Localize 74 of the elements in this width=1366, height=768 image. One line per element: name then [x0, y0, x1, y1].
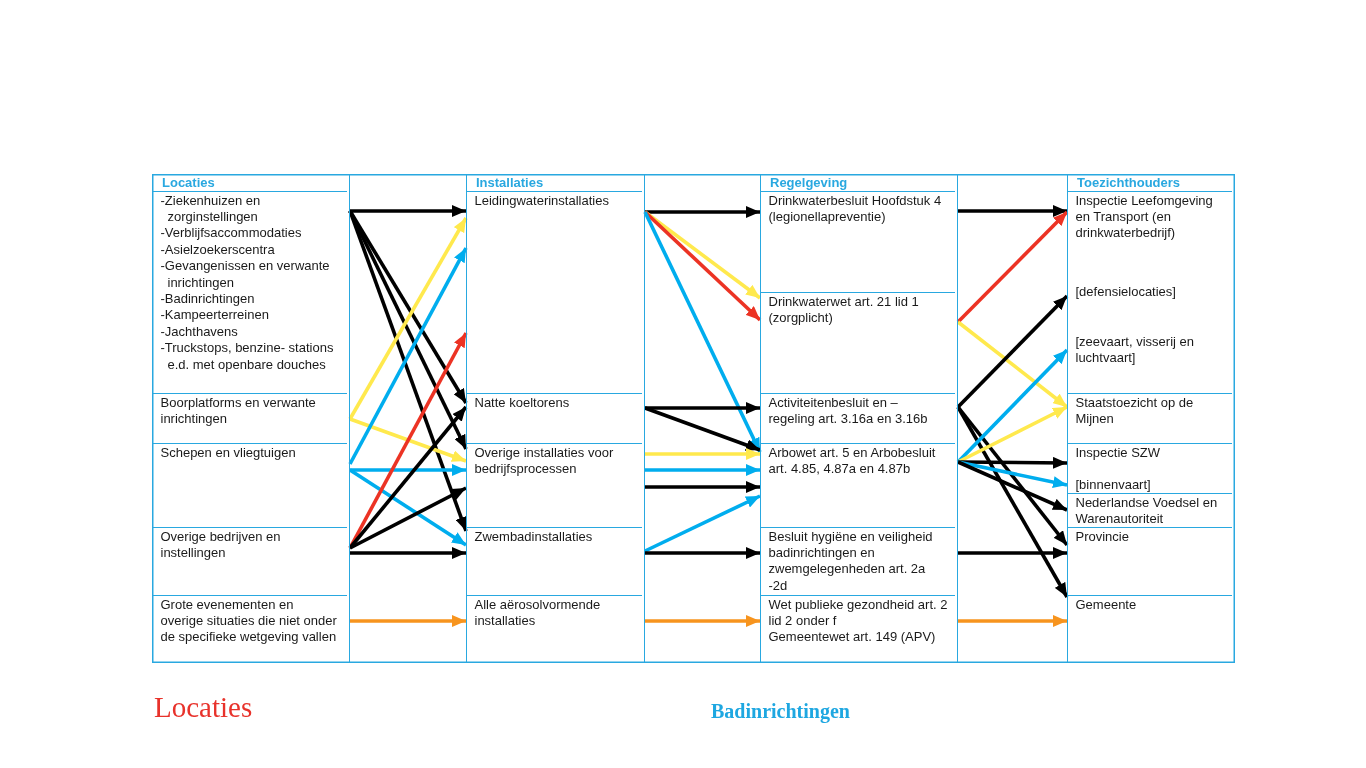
arrow	[349, 417, 467, 463]
column-header: Installaties	[476, 175, 544, 191]
arrow	[350, 464, 466, 476]
list-item: -Kampeerterreinen	[160, 307, 270, 324]
arrow	[645, 402, 760, 414]
entry-text: Inspectie Leefomgeving en Transport (en drinkwaterbedrijf)	[1075, 192, 1214, 242]
list-item: -Truckstops, benzine- stations e.d. met openbare douches	[160, 340, 335, 373]
entry-text: Arbowet art. 5 en Arbobesluit art. 4.85, 4.87a en 4.87b	[768, 444, 937, 478]
arrow	[645, 448, 760, 460]
section-heading: Badinrichtingen	[711, 699, 850, 723]
entry-text: Boorplatforms en verwante inrichtingen	[160, 394, 317, 428]
entry-text: Provincie	[1075, 528, 1130, 545]
arrow	[645, 206, 760, 218]
entry-text: Staatstoezicht op de Mijnen	[1075, 394, 1195, 428]
column-header: Regelgeving	[770, 175, 848, 191]
table-column	[466, 174, 645, 663]
arrow	[643, 211, 762, 453]
entry-text: Besluit hygiëne en veiligheid badinrichtingen en zwemgelegenheden art. 2a -2d	[768, 528, 934, 595]
arrow	[350, 205, 466, 217]
entry-text: Schepen en vliegtuigen	[160, 444, 297, 461]
entry-text: Activiteitenbesluit en – regeling art. 3.16a en 3.16b	[768, 394, 929, 428]
list-item: -Jachthavens	[160, 323, 239, 341]
table-column	[760, 174, 958, 663]
entry-text: Overige installaties voor bedrijfsprocessen	[474, 444, 615, 478]
arrow	[350, 547, 466, 559]
arrow	[643, 210, 762, 322]
table-column	[1067, 174, 1235, 663]
arrow	[644, 494, 761, 553]
arrow	[644, 406, 761, 452]
list-item: -Asielzoekerscentra	[160, 241, 276, 259]
entry-text: Alle aërosolvormende installaties	[474, 596, 602, 630]
entry-text: Drinkwaterwet art. 21 lid 1 (zorgplicht)	[768, 293, 920, 327]
arrow	[645, 547, 760, 559]
arrow	[348, 247, 468, 465]
entry-text: Overige bedrijven en instellingen	[160, 528, 282, 562]
section-heading: Locaties	[154, 690, 253, 725]
entry-text: Grote evenementen en overige situaties die niet onder de specifieke wetgeving vallen	[160, 596, 338, 646]
arrow	[350, 615, 466, 627]
arrow	[956, 294, 1069, 409]
arrow	[956, 406, 1069, 598]
arrow	[349, 486, 467, 550]
arrow	[956, 320, 1069, 409]
column-header: Toezichthouders	[1077, 175, 1181, 191]
list-item: -Ziekenhuizen en zorginstellingen	[160, 192, 262, 226]
entry-text: Leidingwaterinstallaties	[474, 192, 610, 209]
table-cell	[1066, 442, 1232, 493]
arrow	[958, 456, 1067, 469]
entry-text: Nederlandse Voedsel en Warenautoriteit	[1075, 494, 1219, 528]
arrow	[348, 210, 468, 532]
arrow	[958, 547, 1067, 559]
column-header: Locaties	[162, 175, 215, 191]
arrow	[958, 205, 1067, 217]
entry-text: Natte koeltorens	[474, 394, 571, 411]
note-text: [binnenvaart]	[1075, 476, 1152, 493]
entry-text: Zwembadinstallaties	[474, 528, 594, 545]
arrow	[956, 210, 1069, 324]
table-column	[152, 174, 350, 663]
arrow	[349, 468, 467, 547]
entry-text: Inspectie SZW	[1075, 444, 1162, 461]
list-item: -Badinrichtingen	[160, 290, 256, 308]
arrow	[645, 615, 760, 627]
arrow	[645, 481, 760, 493]
entry-text: Wet publieke gezondheid art. 2 lid 2 onder f	[768, 596, 948, 630]
arrow	[957, 460, 1068, 512]
list-item: -Gevangenissen en verwante inrichtingen	[160, 258, 331, 291]
list-item: -Verblijfsaccommodaties	[160, 225, 303, 242]
arrow	[645, 464, 760, 476]
note-text: [zeevaart, visserij en luchtvaart]	[1075, 333, 1195, 367]
entry-text: Gemeente	[1075, 596, 1138, 613]
arrow	[958, 615, 1067, 627]
note-text: [defensielocaties]	[1075, 283, 1177, 300]
arrow	[957, 460, 1068, 488]
entry-text: Drinkwaterbesluit Hoofdstuk 4 (legionellapreventie)	[768, 192, 943, 226]
entry-text: Gemeentewet art. 149 (APV)	[768, 629, 937, 646]
